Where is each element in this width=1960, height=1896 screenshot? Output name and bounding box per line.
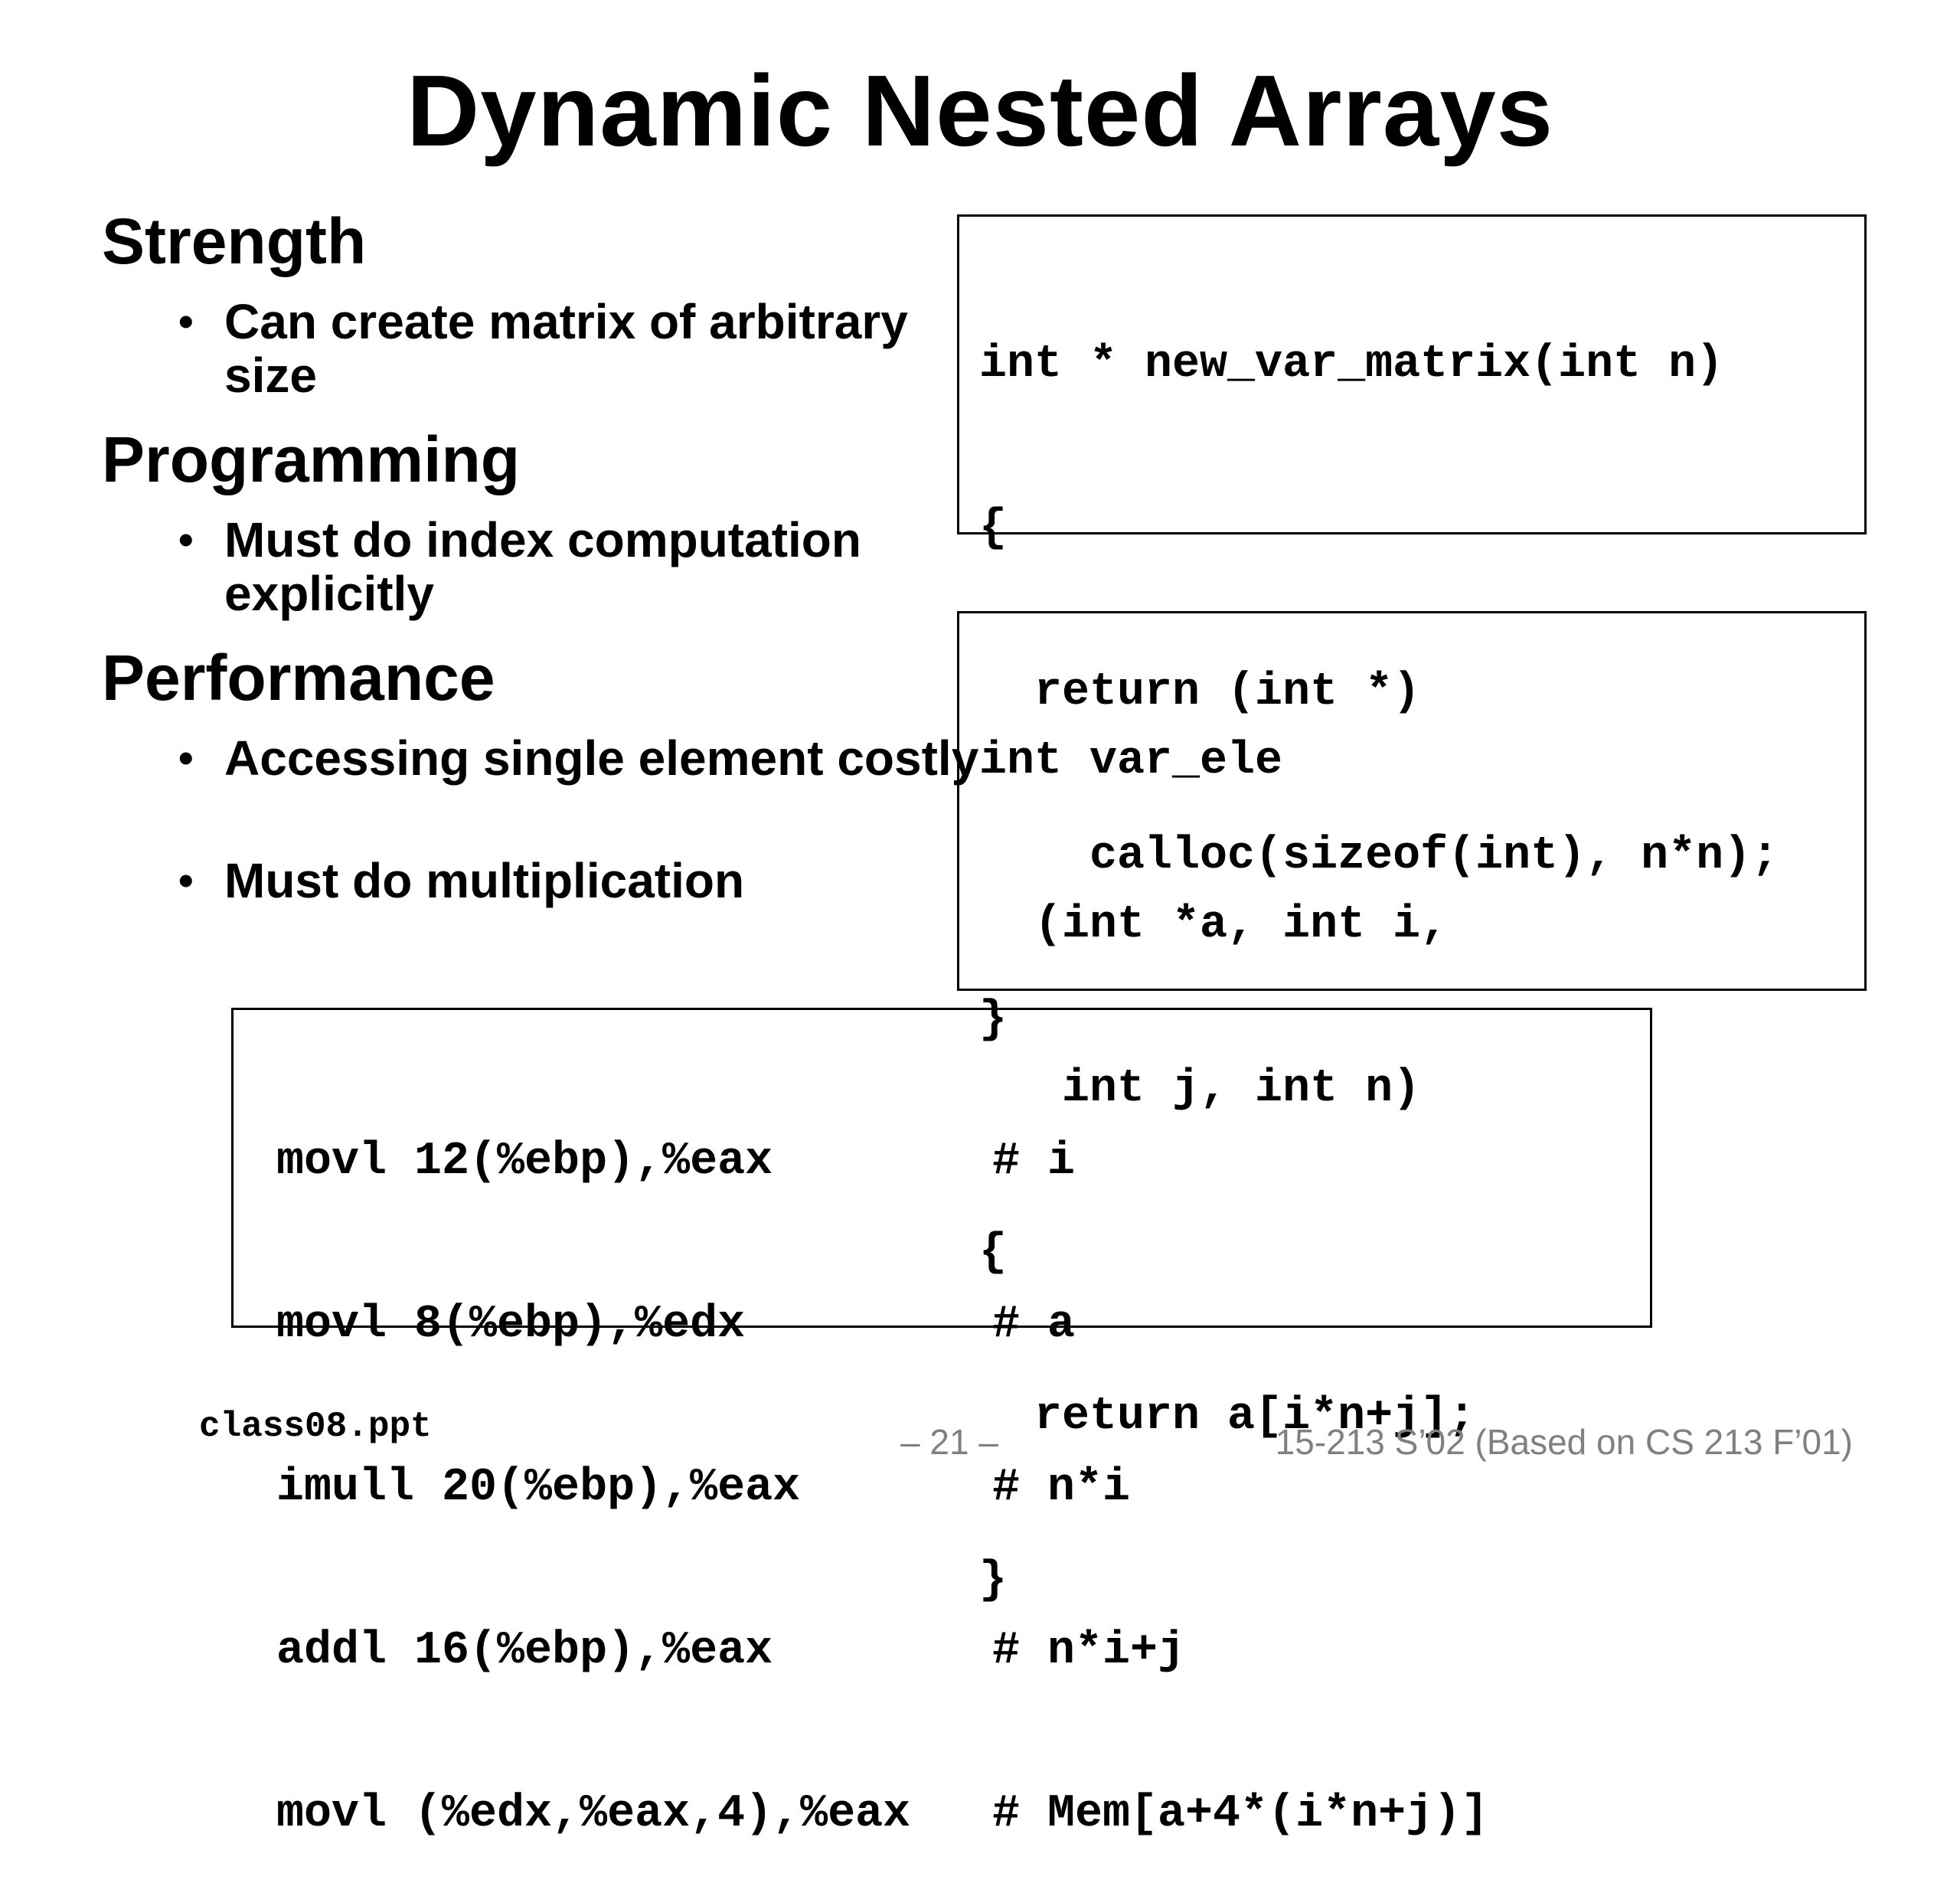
- section-heading-programming: Programming: [102, 423, 521, 495]
- code-line: calloc(sizeof(int), n*n);: [979, 830, 1779, 882]
- asm-instruction: imull 20(%ebp),%eax: [276, 1462, 801, 1514]
- footer-course: 15-213 S’02 (Based on CS 213 F’01): [1275, 1422, 1853, 1462]
- asm-comment: # Mem[a+4*(i*n+j)]: [992, 1788, 1489, 1840]
- section-heading-performance: Performance: [102, 642, 495, 714]
- bullet-text: Can create matrix of arbitrary size: [224, 294, 908, 403]
- section-performance: Performance • Accessing single element c…: [102, 639, 978, 907]
- asm-line: imull 20(%ebp),%eax # n*i: [276, 1459, 1650, 1518]
- asm-instruction: movl 8(%ebp),%edx: [276, 1299, 746, 1351]
- bullet-dot: •: [178, 856, 194, 904]
- bullet-item: • Must do multiplication: [178, 853, 990, 908]
- bullet-dot: •: [178, 515, 194, 564]
- asm-line: movl (%edx,%eax,4),%eax # Mem[a+4*(i*n+j)…: [276, 1785, 1650, 1844]
- bullet-text: Must do index computation explicitly: [224, 512, 861, 621]
- code-box-assembly: movl 12(%ebp),%eax # i movl 8(%ebp),%edx #…: [231, 1008, 1652, 1840]
- footer-filename: class08.ppt: [199, 1407, 432, 1447]
- code-line: int * new_var_matrix(int n): [979, 338, 1724, 391]
- asm-instruction: addl 16(%ebp),%eax: [276, 1625, 773, 1677]
- code-box-new-var-matrix: int * new_var_matrix(int n) { return (in…: [957, 214, 1867, 1046]
- code-line: return a[i*n+j];: [979, 1391, 1476, 1443]
- code-line: }: [979, 1554, 1008, 1607]
- code-line: return (int *): [979, 666, 1421, 718]
- footer-page-number: – 21 –: [900, 1422, 998, 1462]
- bullet-dot: •: [178, 734, 194, 782]
- code-line: {: [979, 1227, 1008, 1279]
- asm-line: movl 12(%ebp),%eax # i: [276, 1133, 1650, 1192]
- code-line: int j, int n): [979, 1063, 1421, 1115]
- asm-line: addl 16(%ebp),%eax # n*i+j: [276, 1622, 1650, 1681]
- code-line: }: [979, 994, 1008, 1046]
- asm-comment: # i: [992, 1136, 1076, 1188]
- code-box-var-ele: int var_ele (int *a, int i, int j, int n…: [957, 611, 1867, 1607]
- code-line: (int *a, int i,: [979, 899, 1449, 951]
- code-line: int var_ele: [979, 735, 1283, 787]
- bullet-dot: •: [178, 297, 194, 345]
- asm-line: movl 8(%ebp),%edx # a: [276, 1296, 1650, 1355]
- bullet-item: • Accessing single element costly: [178, 731, 990, 786]
- section-heading-strength: Strength: [102, 205, 367, 277]
- section-programming: Programming • Must do index computation …: [102, 421, 861, 620]
- bullet-item: • Can create matrix of arbitrary size: [178, 294, 990, 403]
- asm-comment: # n*i: [992, 1462, 1131, 1514]
- asm-instruction: movl 12(%ebp),%eax: [276, 1136, 773, 1188]
- bullet-text: Accessing single element costly: [224, 731, 979, 786]
- asm-instruction: movl (%edx,%eax,4),%eax: [276, 1788, 911, 1840]
- code-line: {: [979, 502, 1008, 554]
- bullet-item: • Must do index computation explicitly: [178, 512, 990, 621]
- section-strength: Strength • Can create matrix of arbitrar…: [102, 203, 908, 402]
- asm-comment: # n*i+j: [992, 1625, 1186, 1677]
- bullet-text: Must do multiplication: [224, 853, 745, 908]
- asm-comment: # a: [992, 1299, 1076, 1351]
- slide-title: Dynamic Nested Arrays: [406, 54, 1554, 167]
